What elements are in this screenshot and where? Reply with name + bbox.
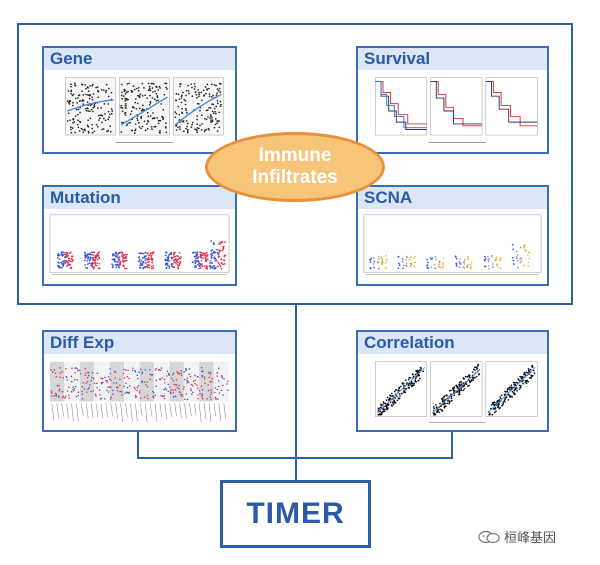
correlation-panel-title: Correlation — [358, 332, 547, 354]
gene-panel-title: Gene — [44, 48, 235, 70]
survival-panel-title: Survival — [358, 48, 547, 70]
wechat-icon — [478, 530, 500, 543]
timer-label: TIMER — [246, 497, 345, 530]
scna-panel: SCNA — [356, 185, 549, 286]
connector-right-vertical — [451, 430, 453, 458]
diff-exp-panel: Diff Exp — [42, 330, 237, 432]
ellipse-line-2: Infiltrates — [252, 167, 338, 188]
diff-exp-thumbnail — [48, 358, 231, 426]
correlation-scatter-thumbnail — [362, 358, 543, 426]
ellipse-line-1: Immune — [258, 145, 332, 166]
survival-curve-thumbnail — [362, 74, 543, 148]
mutation-panel-title: Mutation — [44, 187, 235, 209]
connector-left-vertical — [137, 430, 139, 458]
timer-box: TIMER — [220, 480, 371, 548]
diff-exp-panel-title: Diff Exp — [44, 332, 235, 354]
watermark-text: 桓峰基因 — [504, 530, 557, 545]
watermark: 桓峰基因 — [478, 527, 556, 546]
mutation-boxplot-thumbnail — [48, 213, 231, 280]
scna-boxplot-thumbnail — [362, 213, 543, 280]
immune-infiltrates-frame — [17, 23, 573, 305]
connector-vertical — [295, 305, 297, 480]
connector-horizontal — [137, 457, 453, 459]
immune-infiltrates-ellipse: Immune Infiltrates — [205, 132, 385, 202]
scna-panel-title: SCNA — [358, 187, 547, 209]
correlation-panel: Correlation — [356, 330, 549, 432]
gene-panel: Gene — [42, 46, 237, 154]
survival-panel: Survival — [356, 46, 549, 154]
mutation-panel: Mutation — [42, 185, 237, 286]
gene-scatter-thumbnail — [48, 74, 231, 148]
